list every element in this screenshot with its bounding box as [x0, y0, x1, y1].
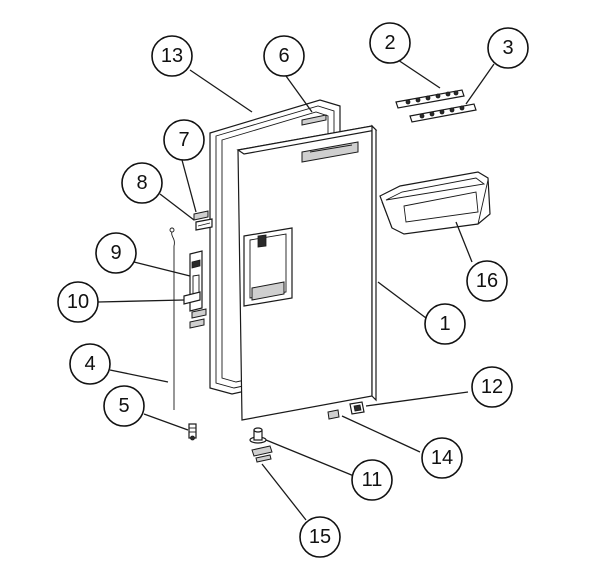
- callout-9: 9: [95, 232, 137, 274]
- callout-16: 16: [466, 260, 508, 302]
- callout-9-label: 9: [110, 242, 121, 264]
- callout-2: 2: [369, 22, 411, 64]
- callout-11-label: 11: [362, 469, 383, 491]
- callout-6-label: 6: [278, 45, 289, 67]
- callout-13: 13: [151, 35, 193, 77]
- callout-14: 14: [421, 437, 463, 479]
- callout-10-label: 10: [67, 291, 89, 313]
- callout-13-label: 13: [161, 45, 183, 67]
- hinge-wire: [169, 227, 175, 410]
- upper-hinge-parts: [193, 210, 213, 231]
- callout-7-label: 7: [178, 129, 189, 151]
- callout-3-label: 3: [502, 37, 513, 59]
- callout-15-label: 15: [309, 526, 331, 548]
- callout-12-label: 12: [481, 376, 503, 398]
- callout-12: 12: [471, 366, 513, 408]
- callout-16-label: 16: [476, 270, 498, 292]
- callout-11: 11: [351, 459, 393, 501]
- callout-5-label: 5: [118, 395, 129, 417]
- callout-8-label: 8: [136, 172, 147, 194]
- callout-10: 10: [57, 281, 99, 323]
- door-stop-screw: [327, 409, 340, 420]
- door-stop-block: [349, 401, 365, 415]
- callout-15: 15: [299, 516, 341, 558]
- callout-1-label: 1: [439, 313, 450, 335]
- door-outer-panel: [236, 124, 378, 421]
- callout-8: 8: [121, 162, 163, 204]
- lower-hinge-bushing: [249, 427, 267, 444]
- hinge-washer: [251, 445, 273, 463]
- callout-3: 3: [487, 27, 529, 69]
- hinge-pin: [188, 423, 197, 441]
- door-bin: [379, 171, 491, 235]
- callout-4: 4: [69, 343, 111, 385]
- callout-7: 7: [163, 119, 205, 161]
- shelf-rail-upper: [395, 89, 465, 109]
- door-clip-parts: [183, 291, 207, 329]
- callout-2-label: 2: [384, 32, 395, 54]
- callout-14-label: 14: [431, 447, 453, 469]
- shelf-rail-lower: [409, 103, 477, 123]
- callout-5: 5: [103, 385, 145, 427]
- top-cap-part: [301, 114, 327, 126]
- callout-1: 1: [424, 303, 466, 345]
- leader-lines: [97, 59, 495, 521]
- callout-6: 6: [263, 35, 305, 77]
- callout-4-label: 4: [84, 353, 95, 375]
